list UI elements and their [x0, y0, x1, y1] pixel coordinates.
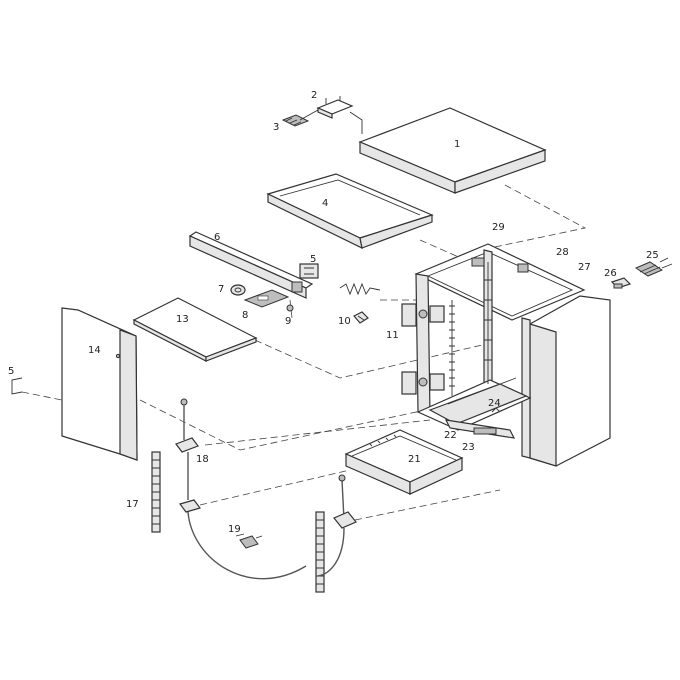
callout-17: 17 [126, 499, 139, 510]
callout-10: 10 [338, 316, 351, 327]
callout-3: 3 [273, 122, 279, 133]
tray [266, 173, 434, 250]
callout-25: 25 [646, 250, 659, 261]
callout-23: 23 [462, 442, 475, 453]
callout-14: 14 [88, 345, 101, 356]
catch-clip [353, 311, 369, 324]
callout-5-upper: 5 [310, 254, 316, 265]
callout-24: 24 [488, 398, 501, 409]
callout-29: 29 [492, 222, 505, 233]
adjustable-rack-left [151, 451, 161, 533]
callout-1: 1 [454, 139, 460, 150]
right-connector [634, 257, 673, 277]
inner-clip [491, 407, 501, 413]
top-clip [281, 114, 310, 127]
callout-26: 26 [604, 268, 617, 279]
top-panel [358, 107, 547, 194]
spring [339, 282, 381, 296]
latch-plate [243, 289, 290, 308]
callout-4: 4 [322, 198, 328, 209]
callout-5-left: 5 [8, 366, 14, 377]
callout-8: 8 [242, 310, 248, 321]
callout-13: 13 [176, 314, 189, 325]
handle-u-bracket [11, 377, 23, 395]
callout-19: 19 [228, 524, 241, 535]
shelf [132, 297, 258, 362]
callout-22: 22 [444, 430, 457, 441]
hinge-bracket-upper [291, 263, 319, 293]
callout-18: 18 [196, 454, 209, 465]
callout-27: 27 [578, 262, 591, 273]
screw [286, 304, 294, 312]
hinge-lower [401, 371, 445, 395]
cabinet-body [414, 243, 611, 467]
drawer [344, 429, 464, 495]
callout-2: 2 [311, 90, 317, 101]
callout-9: 9 [285, 316, 291, 327]
callout-11: 11 [386, 330, 399, 341]
callout-labels: 1 2 3 4 5 5 6 7 8 9 10 11 13 14 17 18 19… [8, 90, 659, 535]
callout-21: 21 [408, 454, 421, 465]
knob [230, 284, 246, 296]
cable-clamp [235, 533, 263, 549]
hinge-upper [401, 303, 445, 327]
adjustable-rack-right [315, 511, 325, 593]
cable-assembly [175, 398, 357, 580]
right-bracket [610, 277, 632, 289]
front-rail [188, 231, 314, 299]
top-bracket [316, 96, 354, 119]
door-panel [61, 307, 138, 461]
callout-28: 28 [556, 247, 569, 258]
top-bracket-wire [299, 109, 363, 134]
callout-6: 6 [214, 232, 220, 243]
callout-7: 7 [218, 284, 224, 295]
